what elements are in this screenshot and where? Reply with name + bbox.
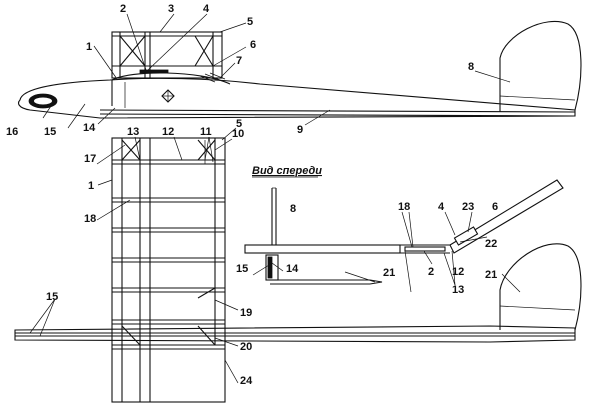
- tail-fin-side: [499, 20, 582, 112]
- label-6-front: 6: [492, 201, 498, 213]
- front-view-title: Вид спереди: [252, 165, 322, 177]
- label-18-plan: 18: [84, 213, 96, 225]
- label-5-plan: 5: [236, 118, 242, 130]
- label-14-front: 14: [286, 263, 299, 275]
- label-15-top: 15: [44, 126, 56, 138]
- label-17: 17: [84, 153, 96, 165]
- wing-section-frame: [111, 31, 223, 79]
- label-13-front: 13: [452, 284, 464, 296]
- label-24: 24: [240, 375, 253, 387]
- leader-lines: [29, 13, 521, 384]
- label-9: 9: [297, 124, 303, 136]
- label-12-plan: 12: [162, 126, 174, 138]
- label-16: 16: [6, 126, 18, 138]
- label-2-top: 2: [120, 3, 126, 15]
- label-11-plan: 11: [200, 126, 212, 138]
- label-14-top: 14: [83, 122, 96, 134]
- label-1-top: 1: [86, 41, 92, 53]
- label-18-front: 18: [398, 201, 410, 213]
- label-2-front: 2: [428, 266, 434, 278]
- label-6-top: 6: [250, 39, 256, 51]
- part-labels: 1 2 3 4 5 6 7 8 9 16 15 14 13 12 11 5 10…: [6, 3, 498, 387]
- side-view: [18, 20, 582, 119]
- label-4-front: 4: [438, 201, 445, 213]
- plan-view: [111, 137, 226, 403]
- wing-ribs: [112, 159, 225, 350]
- label-15-front: 15: [236, 263, 248, 275]
- tail-fin-lower: [499, 243, 582, 331]
- label-7-top: 7: [236, 55, 242, 67]
- label-3-top: 3: [168, 3, 174, 15]
- label-21-front: 21: [383, 267, 395, 279]
- label-19: 19: [240, 307, 252, 319]
- front-view: [244, 179, 564, 285]
- label-8-top: 8: [468, 61, 474, 73]
- label-15-plan: 15: [46, 291, 58, 303]
- label-1-plan: 1: [88, 180, 94, 192]
- label-4-top: 4: [203, 3, 210, 15]
- label-22: 22: [485, 238, 497, 250]
- fuselage-plan-strip: [14, 325, 576, 343]
- label-13-plan: 13: [127, 126, 139, 138]
- label-23: 23: [462, 201, 474, 213]
- fuselage-side: [18, 72, 576, 119]
- label-8-front: 8: [290, 203, 296, 215]
- label-10: 10: [232, 128, 244, 140]
- label-5-top: 5: [247, 16, 253, 28]
- label-20: 20: [240, 341, 252, 353]
- label-12-front: 12: [452, 266, 464, 278]
- label-21-right: 21: [485, 269, 497, 281]
